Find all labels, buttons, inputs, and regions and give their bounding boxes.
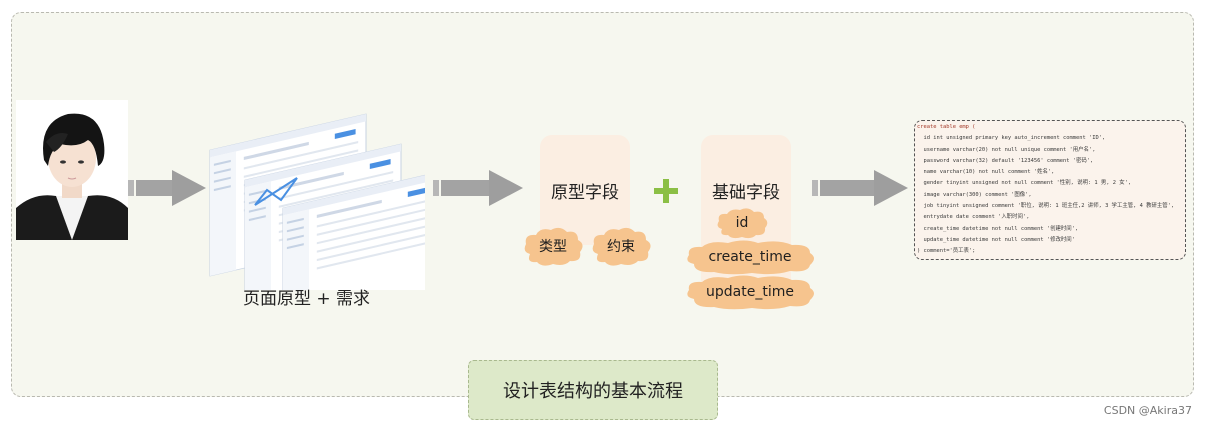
sql-line: entrydate date comment '入职时间', (917, 214, 1030, 221)
prototype-caption: 页面原型 + 需求 (243, 289, 371, 309)
base-fields-label: 基础字段 (712, 183, 780, 203)
field-id-cloud: id (714, 206, 770, 240)
watermark: CSDN @Akira37 (1103, 404, 1192, 417)
sql-line: image varchar(300) comment '图像', (917, 191, 1032, 198)
sql-line: gender tinyint unsigned not null comment… (917, 180, 1132, 187)
flow-title: 设计表结构的基本流程 (503, 381, 683, 402)
field-update-time-cloud: update_time (682, 273, 818, 311)
flow-title-box: 设计表结构的基本流程 (468, 360, 718, 420)
user-avatar (16, 100, 128, 240)
field-create-time-cloud: create_time (682, 238, 818, 276)
tag-type-cloud: 类型 (520, 224, 586, 268)
sql-line: ) comment='员工表'; (917, 248, 976, 255)
tag-constraint: 约束 (607, 239, 635, 255)
flow-arrow-1 (128, 170, 206, 206)
tag-type: 类型 (539, 239, 567, 255)
field-update-time: update_time (706, 284, 794, 300)
prototype-fields-label: 原型字段 (551, 183, 619, 203)
sql-line: username varchar(20) not null unique com… (917, 146, 1096, 153)
field-id: id (735, 215, 749, 231)
tag-constraint-cloud: 约束 (588, 224, 654, 268)
sql-line: name varchar(10) not null comment '姓名', (917, 169, 1055, 176)
page-prototype-stack (209, 113, 425, 290)
sql-line: password varchar(32) default '123456' co… (917, 157, 1094, 164)
sql-line: create table emp ( (917, 124, 976, 130)
plus-icon (654, 179, 678, 203)
sql-line: create_time datetime not null comment '创… (917, 225, 1079, 232)
flow-arrow-3 (812, 170, 908, 206)
sql-line: id int unsigned primary key auto_increme… (917, 135, 1106, 142)
field-create-time: create_time (708, 249, 792, 265)
sql-line: update_time datetime not null comment '修… (917, 236, 1075, 243)
prototype-fields-box (540, 135, 630, 245)
flow-arrow-2 (433, 170, 523, 206)
create-table-sql: create table emp ( id int unsigned prima… (914, 120, 1186, 260)
sql-line: job tinyint unsigned comment '职位, 说明: 1 … (917, 203, 1175, 210)
